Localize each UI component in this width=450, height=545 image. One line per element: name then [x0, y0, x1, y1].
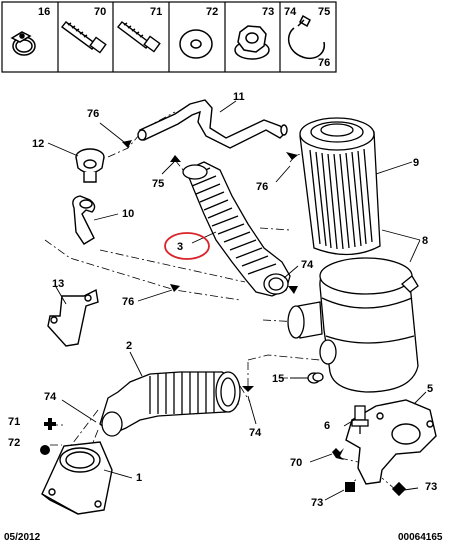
- legend-num-71: 71: [150, 6, 162, 18]
- callout-5: 5: [427, 383, 433, 395]
- legend-num-16: 16: [38, 6, 50, 18]
- footer-code: 00064165: [398, 532, 443, 543]
- nut-symbol-73: [345, 482, 355, 492]
- legend-num-75: 75: [318, 6, 330, 18]
- legend-num-73: 73: [262, 6, 274, 18]
- corrugated-duct-part-3: [182, 161, 291, 297]
- clip-icon: [287, 14, 326, 60]
- callout-11: 11: [233, 91, 245, 103]
- callout-72: 72: [8, 437, 20, 449]
- air-filter-housing-part-8: [287, 257, 419, 393]
- nut-symbol-73: [391, 481, 407, 497]
- leader-lines: [47, 100, 427, 501]
- bracket-part-13: [47, 288, 99, 347]
- intake-duct-part-2: [99, 371, 241, 437]
- legend-strip: [1, 1, 337, 73]
- legend-num-70: 70: [94, 6, 106, 18]
- callout-10: 10: [122, 208, 134, 220]
- highlight-circle-part-3: [164, 232, 210, 260]
- bolt-icon: [60, 21, 107, 54]
- hose-part-10: [72, 195, 96, 245]
- callout-74: 74: [301, 259, 314, 271]
- flange-nut-icon: [234, 25, 270, 60]
- callout-1: 1: [136, 472, 142, 484]
- callout-8: 8: [422, 235, 428, 247]
- bolt-symbol-71: [44, 418, 56, 430]
- legend-num-72: 72: [206, 6, 218, 18]
- marker-triangles: [122, 140, 298, 392]
- callout-74: 74: [249, 427, 262, 439]
- callout-71: 71: [8, 416, 20, 428]
- washer-symbol-72: [40, 445, 50, 455]
- callout-9: 9: [413, 157, 419, 169]
- callout-76: 76: [122, 296, 134, 308]
- footer-date: 05/2012: [4, 532, 41, 543]
- callout-2: 2: [126, 340, 132, 352]
- sensor-part-6: [351, 405, 369, 434]
- callout-73: 73: [311, 497, 323, 509]
- callout-76: 76: [256, 181, 268, 193]
- oil-separator-part-12: [75, 148, 105, 183]
- callout-15: 15: [272, 373, 284, 385]
- breather-tube-part-11: [137, 99, 288, 149]
- callout-74: 74: [44, 391, 57, 403]
- washer-icon: [179, 29, 213, 59]
- callout-3: 3: [177, 241, 183, 253]
- bolt-symbol-70: [332, 448, 344, 460]
- callout-12: 12: [32, 138, 44, 150]
- legend-num-74: 74: [284, 6, 297, 18]
- bolt-icon: [117, 21, 161, 53]
- callout-70: 70: [290, 457, 302, 469]
- filter-element-part-9: [299, 117, 381, 256]
- adaptor-part-1: [41, 441, 113, 515]
- callout-75: 75: [152, 178, 164, 190]
- callout-6: 6: [324, 420, 330, 432]
- callout-76: 76: [87, 108, 99, 120]
- legend-num-76: 76: [318, 57, 330, 69]
- hose-clamp-icon: [10, 31, 36, 56]
- callout-73: 73: [425, 481, 437, 493]
- plug-part-15: [307, 372, 324, 384]
- callout-13: 13: [52, 278, 64, 290]
